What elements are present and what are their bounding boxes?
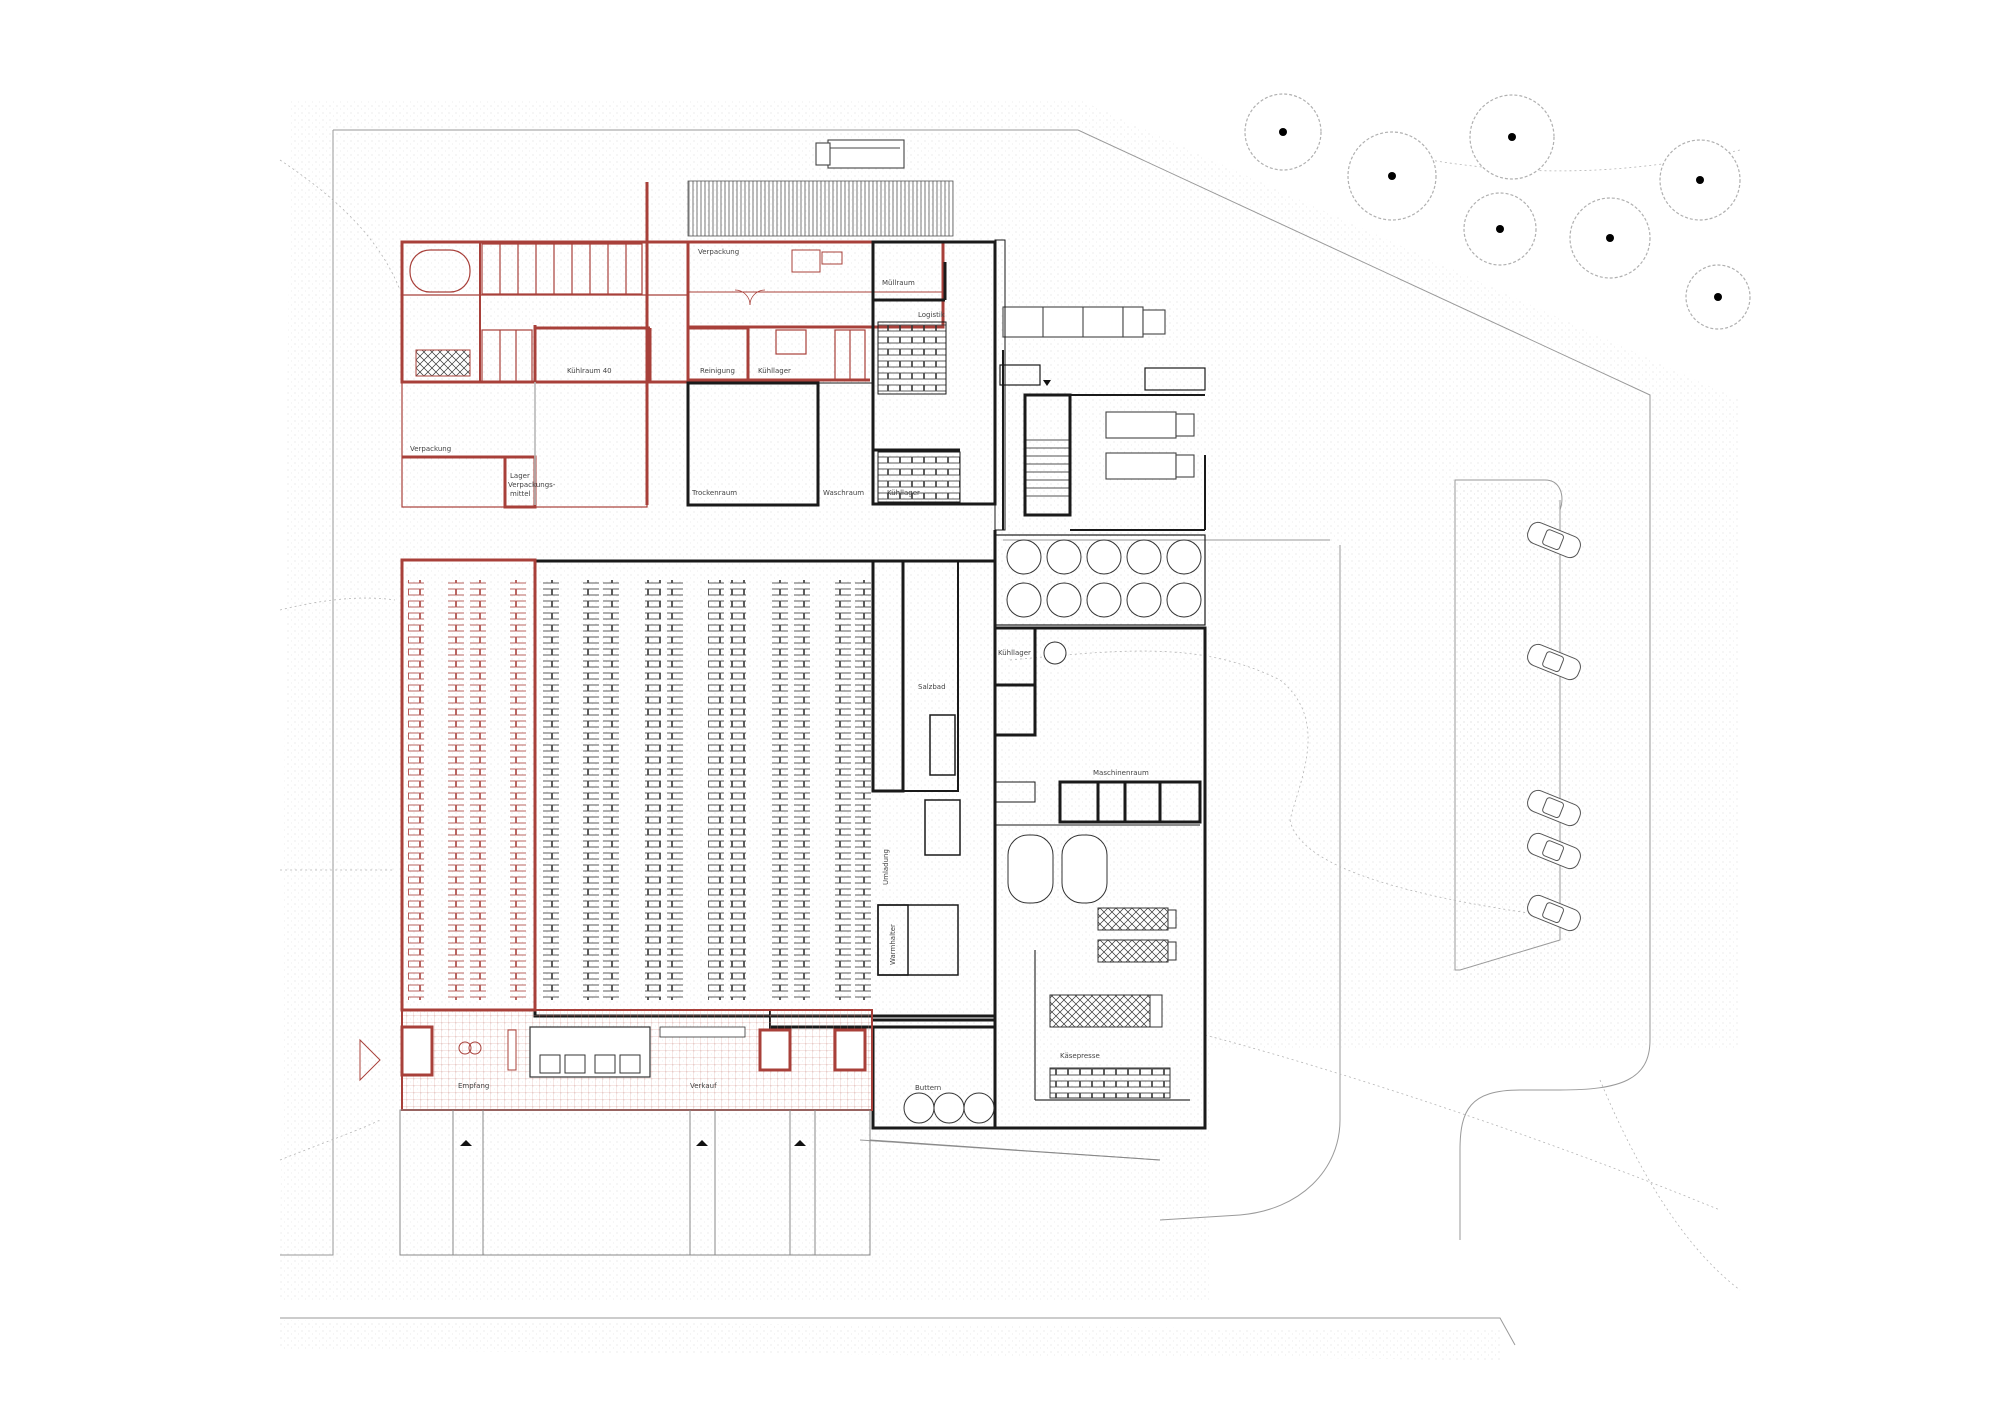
label-salzbad: Salzbad xyxy=(918,683,946,691)
label-trockenraum: Trockenraum xyxy=(691,489,737,497)
tree-icon xyxy=(1469,94,1555,180)
label-warmhalter: Warmhalter xyxy=(889,924,897,965)
label-lager-3: mittel xyxy=(510,490,531,498)
tree-icon xyxy=(1463,192,1537,266)
label-kuehllager-mid: Kühllager xyxy=(887,489,920,497)
label-empfang: Empfang xyxy=(458,1082,489,1090)
trucks xyxy=(815,139,1195,480)
label-lager-1: Lager xyxy=(510,472,530,480)
label-kuehllager-top: Kühllager xyxy=(758,367,791,375)
label-kuehllager-right: Kühllager xyxy=(998,649,1031,657)
room-labels: Verpackung Müllraum Logistik Kühlraum 40… xyxy=(410,248,1149,1092)
label-waschraum: Waschraum xyxy=(823,489,864,497)
label-umlaedung: Umladung xyxy=(882,849,890,885)
stairs-icon xyxy=(1025,439,1070,497)
ripening-shelves-red xyxy=(400,558,537,1012)
machines xyxy=(1034,907,1190,1101)
label-verpackung-left: Verpackung xyxy=(410,445,451,453)
ripening-shelves xyxy=(543,580,871,1000)
driveway xyxy=(399,1109,1161,1256)
car-icon xyxy=(1527,789,1581,827)
new-wing xyxy=(400,182,945,509)
label-verpackung-top: Verpackung xyxy=(698,248,739,256)
label-reinigung: Reinigung xyxy=(700,367,735,375)
label-logistik: Logistik xyxy=(918,311,946,319)
tree-icon xyxy=(1244,93,1322,171)
car-icon xyxy=(1527,894,1581,932)
car-icon xyxy=(1527,643,1581,681)
label-kaesepresse: Käsepresse xyxy=(1060,1052,1100,1060)
car-icon xyxy=(1527,521,1581,559)
tree-icon xyxy=(1685,264,1751,330)
parking xyxy=(1527,521,1581,932)
entrance-triangle-icon xyxy=(1043,380,1051,386)
site-outline xyxy=(280,129,1651,1346)
canopy xyxy=(687,180,954,237)
car-icon xyxy=(1527,832,1581,870)
site-ground xyxy=(280,100,1740,1360)
entrance-triangle-icon xyxy=(460,1140,472,1146)
label-kuehlraum: Kühlraum 40 xyxy=(567,367,612,375)
entrance-band xyxy=(359,1009,873,1111)
label-buttern: Buttern xyxy=(915,1084,941,1092)
label-verkauf: Verkauf xyxy=(690,1082,717,1090)
truck-icon xyxy=(1002,306,1166,338)
entrances xyxy=(460,380,1051,1146)
tree-icon xyxy=(1659,139,1741,221)
entrance-triangle-icon xyxy=(794,1140,806,1146)
label-lager-2: Verpackungs- xyxy=(508,481,556,489)
truck-icon xyxy=(1105,411,1195,439)
label-muellraum: Müllraum xyxy=(882,279,915,287)
label-maschinenraum: Maschinenraum xyxy=(1093,769,1149,777)
trees xyxy=(1244,93,1751,330)
truck-icon xyxy=(815,139,905,169)
tanks xyxy=(903,539,1202,1124)
entrance-triangle-icon xyxy=(696,1140,708,1146)
tree-icon xyxy=(1569,197,1651,279)
truck-icon xyxy=(1105,452,1195,480)
existing-building xyxy=(533,239,1207,1130)
tree-icon xyxy=(1347,131,1437,221)
